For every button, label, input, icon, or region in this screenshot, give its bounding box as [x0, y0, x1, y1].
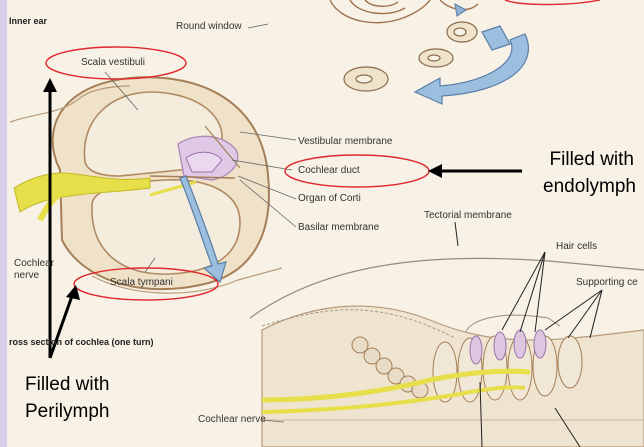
scala-vestibuli-label: Scala vestibuli: [81, 57, 145, 68]
hair-cells-label: Hair cells: [556, 241, 598, 252]
cochlear-nerve-bottom-label: Cochlear nerve: [198, 414, 266, 425]
top-right-highlight-fragment: [504, 0, 601, 6]
scala-tympani-label: Scala tympani: [110, 277, 173, 288]
page-edge-strip: [0, 0, 7, 447]
section-cut-arrows: [413, 3, 530, 105]
perilymph-note-line1: Filled with: [25, 374, 110, 395]
scala-vestibuli-highlight: [45, 46, 187, 80]
section-caption: ross section of cochlea (one turn): [9, 337, 154, 347]
round-window-label: Round window: [176, 21, 242, 32]
organ-of-corti-detail: [249, 221, 644, 447]
cochlear-nerve-left-label: Cochlear nerve: [14, 258, 55, 281]
scala-tympani-highlight: [73, 267, 219, 301]
perilymph-up-arrow-head: [43, 78, 57, 92]
highlight-ovals: [45, 0, 601, 301]
small-section-discs: [343, 21, 478, 92]
endolymph-arrow-head: [428, 164, 442, 178]
endolymph-note-line1: Filled with: [549, 149, 634, 170]
endolymph-note-line2: endolymph: [543, 176, 636, 197]
basilar-membrane-label: Basilar membrane: [298, 222, 380, 233]
annotation-arrows: [43, 78, 522, 359]
organ-of-corti-label: Organ of Corti: [298, 193, 361, 204]
cochlea-turn-section: [9, 76, 283, 294]
perilymph-diag-arrow-shaft: [48, 295, 74, 359]
tectorial-membrane-label: Tectorial membrane: [424, 210, 512, 221]
perilymph-diag-arrow-head: [66, 285, 80, 300]
perilymph-note-line2: Perilymph: [25, 401, 110, 422]
inner-ear-heading: Inner ear: [9, 16, 48, 26]
supporting-cells-label: Supporting ce: [576, 277, 638, 288]
vestibular-membrane-label: Vestibular membrane: [298, 136, 393, 147]
cochlear-duct-label: Cochlear duct: [298, 165, 360, 176]
